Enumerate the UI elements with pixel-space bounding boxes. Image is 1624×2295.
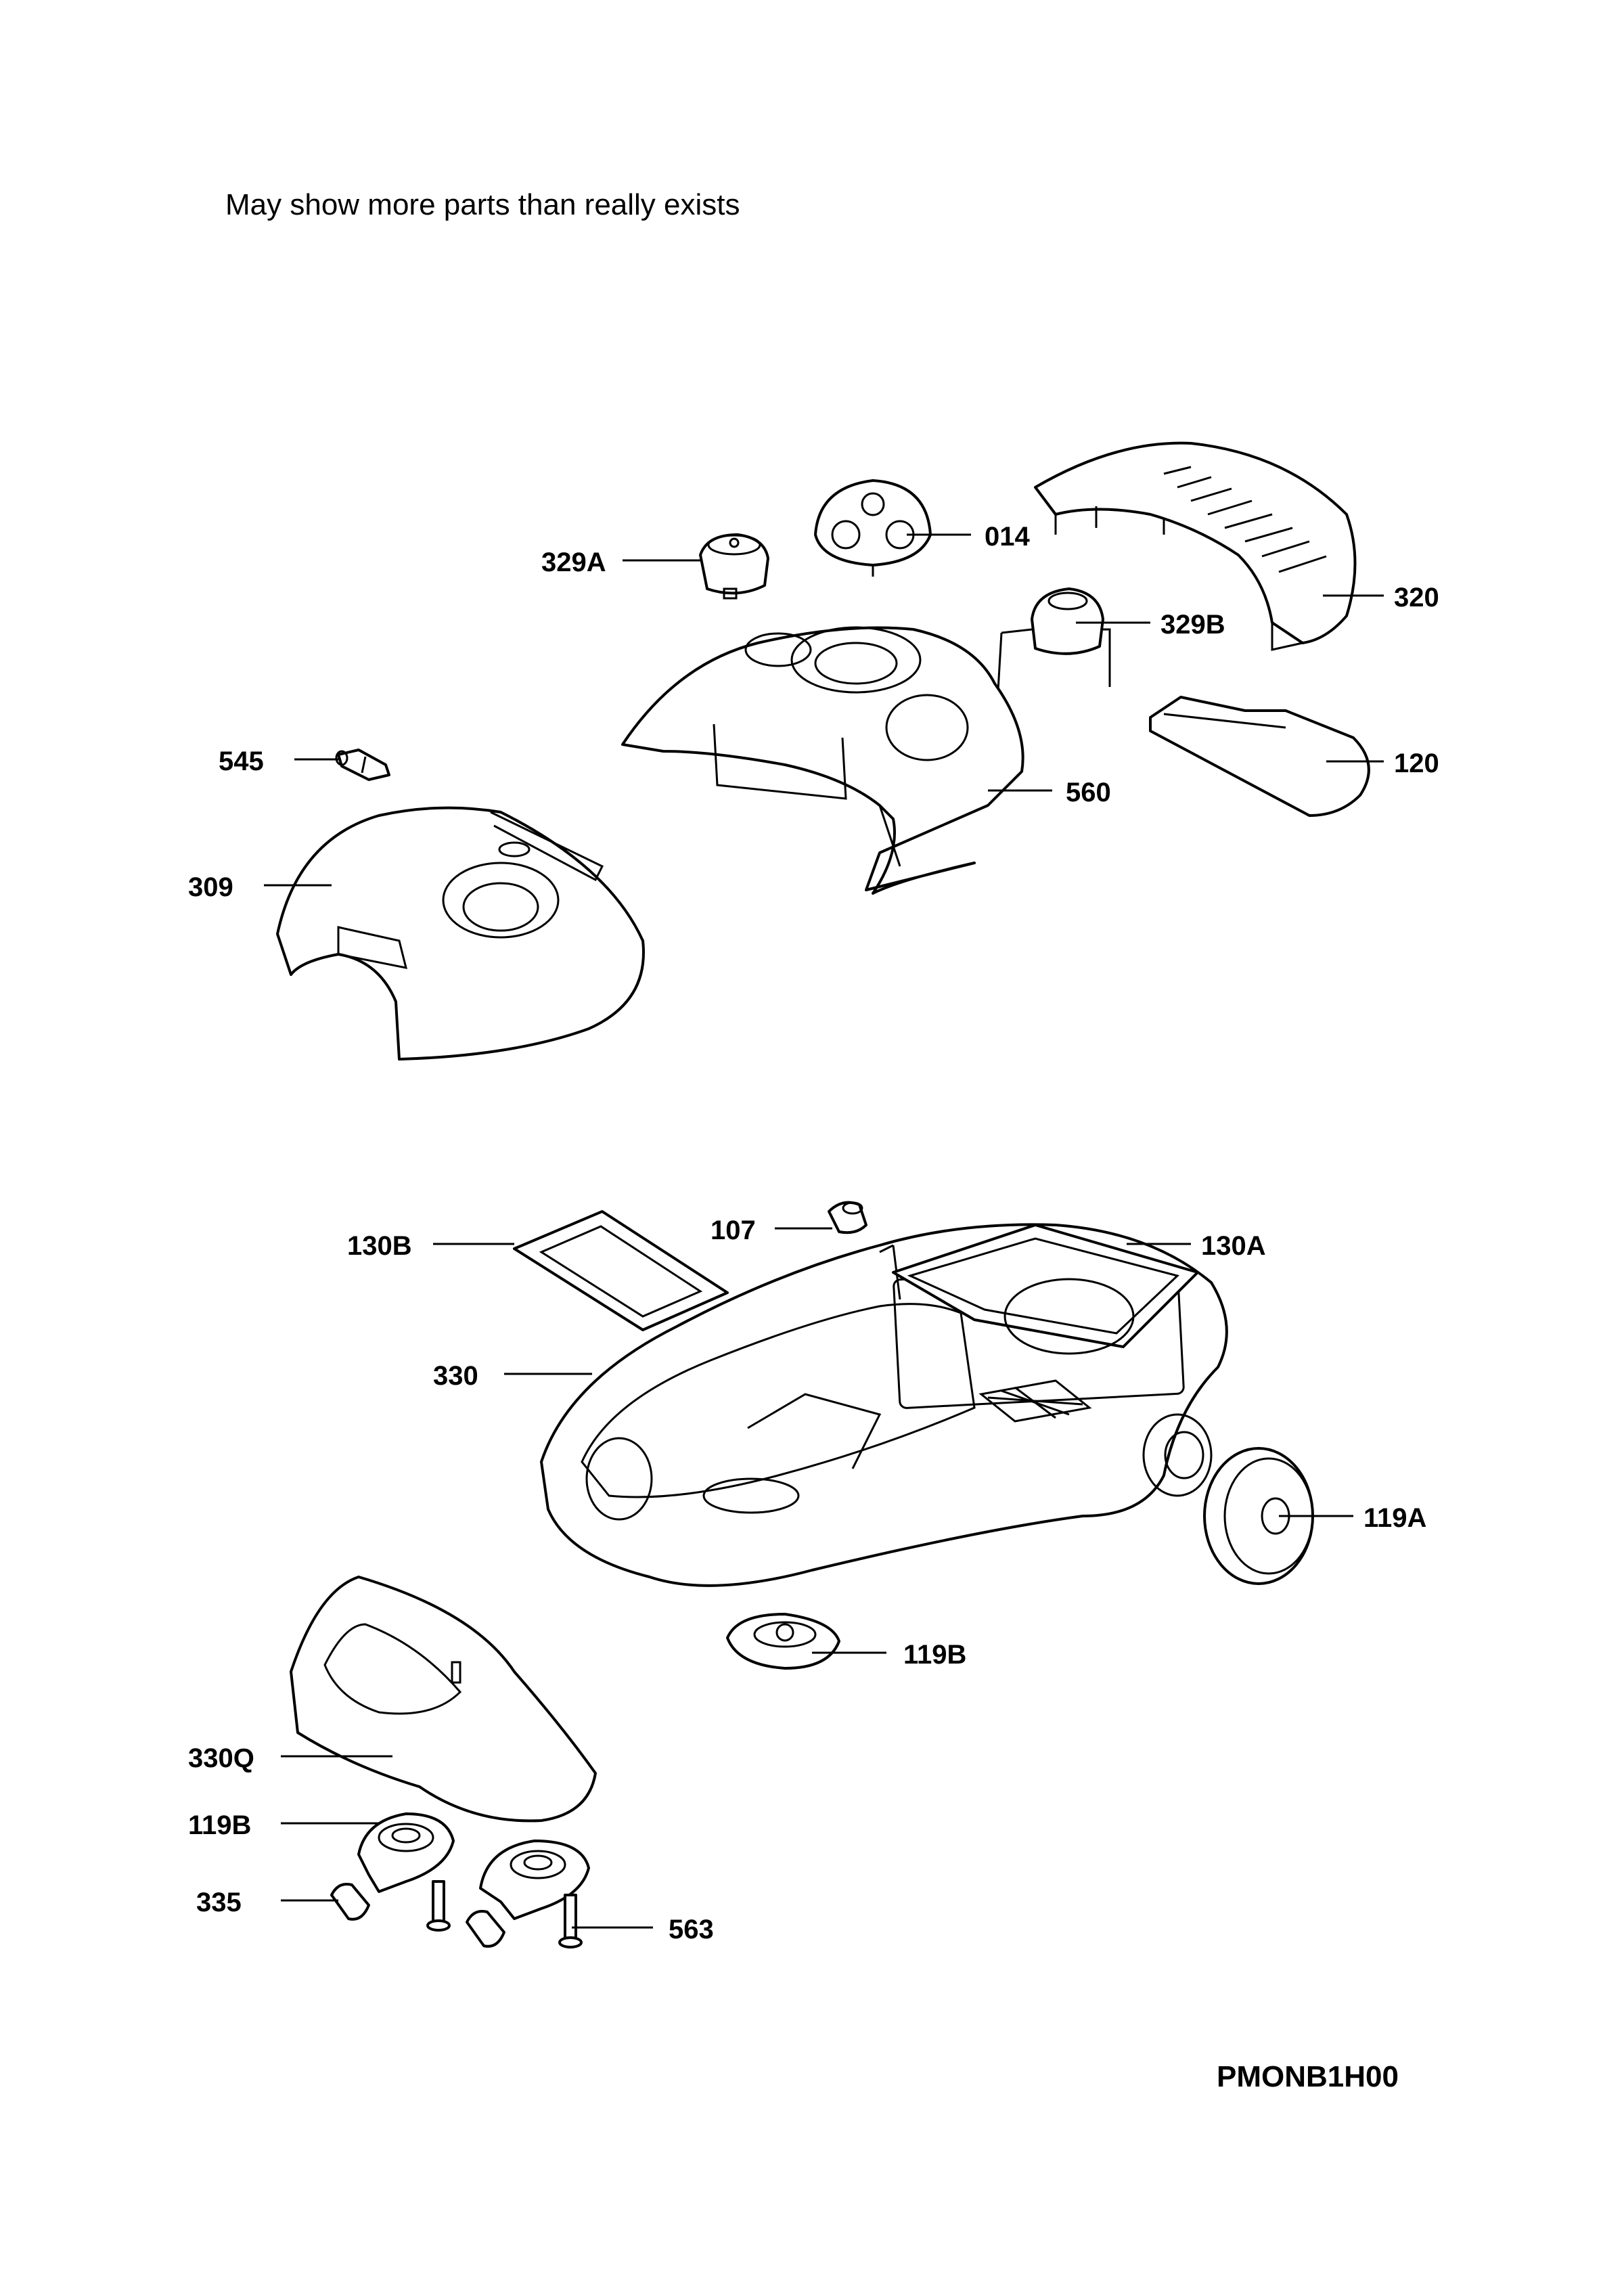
label-309: 309: [188, 872, 233, 902]
label-120: 120: [1394, 749, 1439, 778]
leader-lines: [264, 533, 1384, 1929]
part-335-roller-right: [466, 1910, 505, 1948]
label-560: 560: [1066, 778, 1111, 807]
part-labels: 014 329A 320 329B 545 120 560 309 107 13…: [188, 522, 1439, 1944]
label-107: 107: [710, 1216, 756, 1245]
label-119b-bottom: 119B: [188, 1810, 251, 1840]
label-563: 563: [669, 1915, 714, 1944]
part-107-plug: [828, 1201, 867, 1234]
part-320-grille-cover: [1034, 441, 1357, 651]
label-545: 545: [219, 747, 264, 776]
part-119b-caster-bottom-right: [479, 1840, 590, 1920]
part-329b-cap: [997, 587, 1111, 691]
part-119b-caster-top: [726, 1613, 840, 1670]
label-130b: 130B: [347, 1231, 412, 1261]
label-329b: 329B: [1160, 610, 1225, 640]
label-119a: 119A: [1363, 1503, 1426, 1533]
label-329a: 329A: [541, 548, 606, 577]
label-130a: 130A: [1201, 1231, 1266, 1261]
part-563-screw-left: [426, 1880, 451, 1932]
part-563-screw-right: [558, 1894, 583, 1948]
label-335: 335: [196, 1888, 242, 1917]
part-119b-caster-bottom-left: [357, 1812, 455, 1893]
part-545-pin: [335, 749, 390, 781]
part-329a-cap: [699, 533, 769, 600]
part-130b-gasket: [513, 1210, 729, 1331]
label-330q: 330Q: [188, 1743, 254, 1773]
label-330: 330: [433, 1361, 478, 1391]
part-309-front-cover: [276, 806, 645, 1061]
part-330-main-body: [540, 1223, 1228, 1587]
disclaimer-note: May show more parts than really exists: [225, 188, 740, 221]
part-560-housing: [621, 626, 1024, 895]
part-014-knob: [814, 479, 932, 577]
part-335-roller-left: [330, 1883, 370, 1921]
part-330q-body-section: [290, 1576, 597, 1823]
label-320: 320: [1394, 583, 1439, 612]
drawing-code: PMONB1H00: [1217, 2060, 1399, 2093]
part-120-flat-lid: [1149, 696, 1370, 817]
label-119b-top: 119B: [903, 1640, 966, 1670]
label-014: 014: [985, 522, 1030, 552]
